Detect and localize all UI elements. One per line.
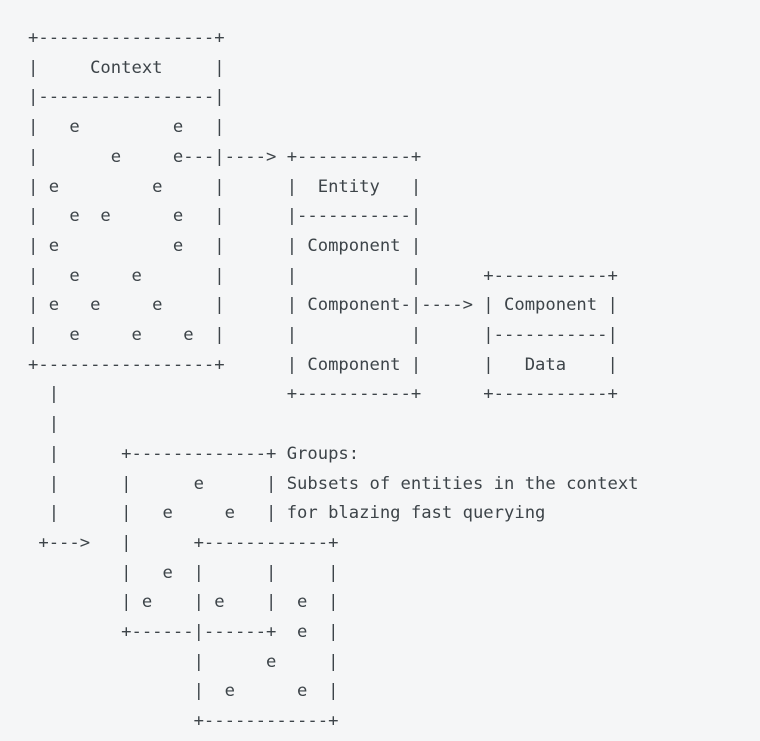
ascii-art-diagram: +-----------------+ | Context | |-------… (28, 28, 639, 732)
